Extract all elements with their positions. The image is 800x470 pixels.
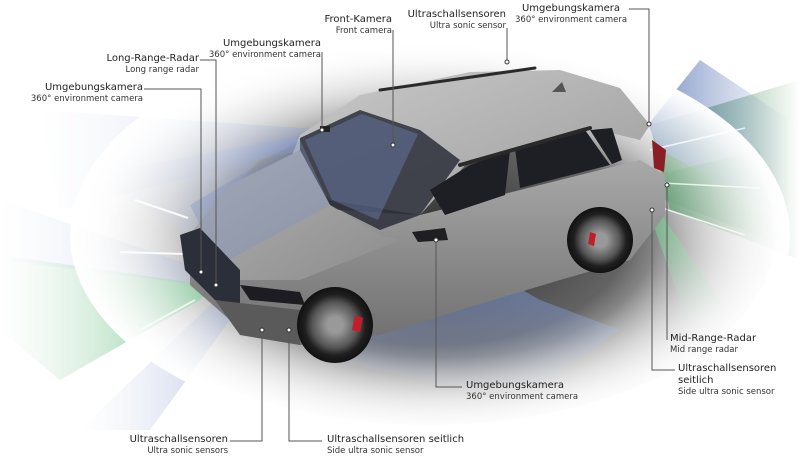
leader-lines: [144, 8, 675, 442]
label-surround-camera-mirror-en: 360° environment camera: [466, 392, 579, 402]
label-surround-camera-front-en: 360° environment camera: [30, 94, 143, 104]
label-long-range-radar-en: Long range radar: [125, 65, 200, 75]
label-surround-camera-mirror-de: Umgebungskamera: [466, 380, 565, 391]
label-mid-range-radar: Mid-Range-Radar Mid range radar: [670, 333, 756, 355]
label-ultrasonic-front-en: Ultra sonic sensors: [147, 446, 228, 456]
label-surround-camera-top-de: Umgebungskamera: [222, 38, 321, 49]
label-mid-range-radar-de: Mid-Range-Radar: [670, 333, 757, 344]
label-ultrasonic-front-de: Ultraschallsensoren: [129, 434, 228, 445]
label-surround-camera-rear: Umgebungskamera 360° environment camera: [515, 3, 627, 25]
label-surround-camera-front: Umgebungskamera 360° environment camera: [30, 82, 143, 104]
label-ultrasonic-side-front-de: Ultraschallsensoren seitlich: [327, 434, 465, 445]
label-ultrasonic-side-rear-en: Side ultra sonic sensor: [678, 387, 775, 397]
label-surround-camera-rear-en: 360° environment camera: [515, 15, 628, 25]
label-front-camera-de: Front-Kamera: [324, 14, 392, 25]
car-illustration: [180, 66, 666, 363]
label-ultrasonic-side-front-en: Side ultra sonic sensor: [327, 446, 424, 456]
label-ultrasonic-top-de: Ultraschallsensoren: [407, 9, 506, 20]
label-ultrasonic-side-rear-de1: Ultraschallsensoren: [678, 363, 777, 374]
label-ultrasonic-top: Ultraschallsensoren Ultra sonic sensor: [400, 9, 506, 31]
label-surround-camera-front-de: Umgebungskamera: [44, 82, 143, 93]
label-surround-camera-mirror: Umgebungskamera 360° environment camera: [466, 380, 578, 402]
sensor-points: [198, 59, 670, 333]
label-front-camera-en: Front camera: [335, 26, 392, 36]
label-front-camera: Front-Kamera Front camera: [318, 14, 392, 36]
label-ultrasonic-front: Ultraschallsensoren Ultra sonic sensors: [128, 434, 228, 456]
label-ultrasonic-side-rear-de2: seitlich: [678, 375, 714, 386]
label-ultrasonic-top-en: Ultra sonic sensor: [429, 21, 506, 31]
label-ultrasonic-side-front: Ultraschallsensoren seitlich Side ultra …: [327, 434, 464, 456]
label-surround-camera-rear-de: Umgebungskamera: [521, 3, 621, 14]
label-surround-camera-top-en: 360° environment camera: [208, 50, 321, 60]
label-long-range-radar-de: Long-Range-Radar: [106, 53, 199, 64]
label-long-range-radar: Long-Range-Radar Long range radar: [100, 53, 199, 75]
label-surround-camera-top: Umgebungskamera 360° environment camera: [205, 38, 321, 60]
label-mid-range-radar-en: Mid range radar: [670, 345, 739, 355]
label-ultrasonic-side-rear: Ultraschallsensoren seitlich Side ultra …: [678, 363, 776, 397]
